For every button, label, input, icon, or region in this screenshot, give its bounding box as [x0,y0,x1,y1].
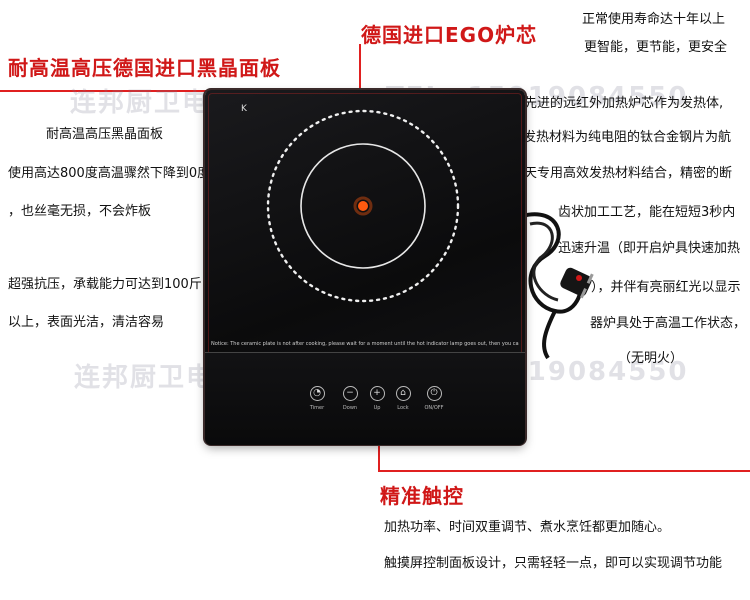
heating-zone [266,109,460,303]
core-title: 德国进口EGO炉芯 [361,23,538,47]
timer-label: Timer [309,405,325,411]
heat-resistance-line2: ，也丝毫无损，不会炸板 [8,204,152,219]
induction-cooktop: K Notice: The ceramic plate is not after… [205,90,525,445]
lock-icon: ⌂ [395,386,411,401]
touch-desc-line2: 触摸屏控制面板设计，只需轻轻一点，即可以实现调节功能 [384,556,723,571]
touch-desc-line1: 加热功率、时间双重调节、煮水烹饪都更加随心。 [384,520,671,535]
heating-zone-outer-ring [266,109,460,303]
touch-callout-line-b [378,470,750,472]
timer-button[interactable]: ◔ Timer [302,386,332,411]
timer-icon: ◔ [309,386,325,401]
up-button[interactable]: + Up [362,386,392,411]
power-cord [521,212,594,360]
core-desc-line6: ），并伴有亮丽红光以显示 [591,280,741,295]
core-desc-line3: 天专用高效发热材料结合，精密的断 [524,166,733,181]
core-desc-line7: 器炉具处于高温工作状态， [590,316,747,331]
control-strip [205,352,525,445]
minus-icon: − [342,386,358,401]
panel-title: 耐高温高压德国进口黑晶面板 [8,56,281,80]
core-desc-line5: 迅速升温（即开启炉具快速加热 [558,241,741,256]
panel-label: 耐高温高压黑晶面板 [46,127,164,142]
core-dot [358,201,368,211]
heating-zone-inner-ring [300,143,426,269]
heat-resistance-line1: 使用高达800度高温骤然下降到0度 [8,166,211,181]
smart-text: 更智能，更节能，更安全 [584,40,728,55]
lock-label: Lock [397,405,409,411]
power-button[interactable]: ⏻ ON/OFF [419,386,449,411]
touch-callout-line-v [378,420,380,472]
pressure-line1: 超强抗压，承载能力可达到100斤 [8,277,202,292]
pressure-line2: 以上，表面光洁，清洁容易 [8,315,165,330]
plus-icon: + [369,386,385,401]
brand-logo: K [241,104,247,114]
core-desc-line8: （无明火） [618,351,684,366]
power-icon: ⏻ [426,386,442,401]
lifespan-text: 正常使用寿命达十年以上 [582,12,726,27]
core-desc-line1: 先进的远红外加热炉芯作为发热体, [524,96,724,111]
down-label: Down [342,405,358,411]
core-desc-line4: 齿状加工工艺，能在短短3秒内 [558,205,736,220]
lock-button[interactable]: ⌂ Lock [388,386,418,411]
panel-callout-line [0,90,236,92]
down-button[interactable]: − Down [335,386,365,411]
up-label: Up [373,405,381,411]
core-desc-line2: 发热材料为纯电阻的钛合金钢片为航 [523,130,732,145]
cleaning-notice: Notice: The ceramic plate is not after c… [211,341,519,347]
touch-title: 精准触控 [380,484,464,508]
plug-icon [560,267,594,299]
power-label: ON/OFF [424,405,444,411]
